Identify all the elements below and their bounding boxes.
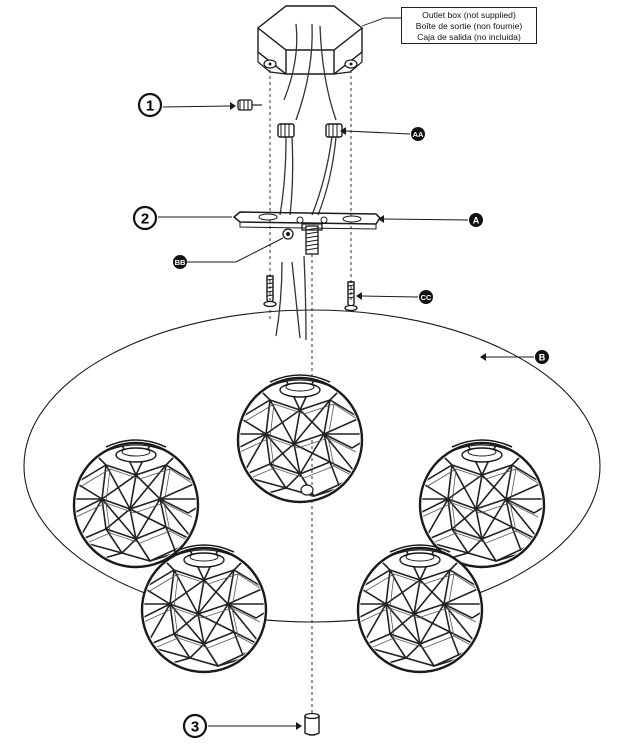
part-badge-aa: AA [411,127,425,141]
outlet-box-note: Outlet box (not supplied) Boîte de sorti… [401,7,537,44]
wire-nuts-aa [277,123,411,138]
step-badge-3: 3 [182,713,208,739]
note-line-fr: Boîte de sortie (non fournie) [415,21,523,31]
part-badge-a: A [469,213,483,227]
wire-nut-step1 [162,99,262,111]
part-label-a: A [473,216,480,226]
globe-left-front [140,545,268,672]
note-line-es: Caja de salida (no incluida) [417,32,521,42]
note-line-en: Outlet box (not supplied) [422,10,516,20]
callout-leader [361,17,401,27]
part-badge-bb: BB [173,255,187,269]
step-label-1: 1 [146,98,154,115]
outlet-box [256,5,364,121]
finial-hole [300,484,314,496]
part-label-b: B [539,353,546,363]
step-badge-2: 2 [132,205,158,231]
globe-center [236,375,364,502]
part-label-aa: AA [413,130,424,139]
step-label-3: 3 [191,719,199,736]
threaded-nipple [187,223,323,263]
globe-left-back [72,440,200,567]
part-label-cc: CC [421,293,432,302]
part-label-bb: BB [175,258,186,267]
finial-cap [208,712,320,736]
step-badge-1: 1 [137,92,163,118]
step-label-2: 2 [141,211,149,228]
mounting-screws [263,275,419,312]
part-badge-cc: CC [419,290,433,304]
part-badge-b: B [535,350,549,364]
mounting-bracket [158,211,469,230]
